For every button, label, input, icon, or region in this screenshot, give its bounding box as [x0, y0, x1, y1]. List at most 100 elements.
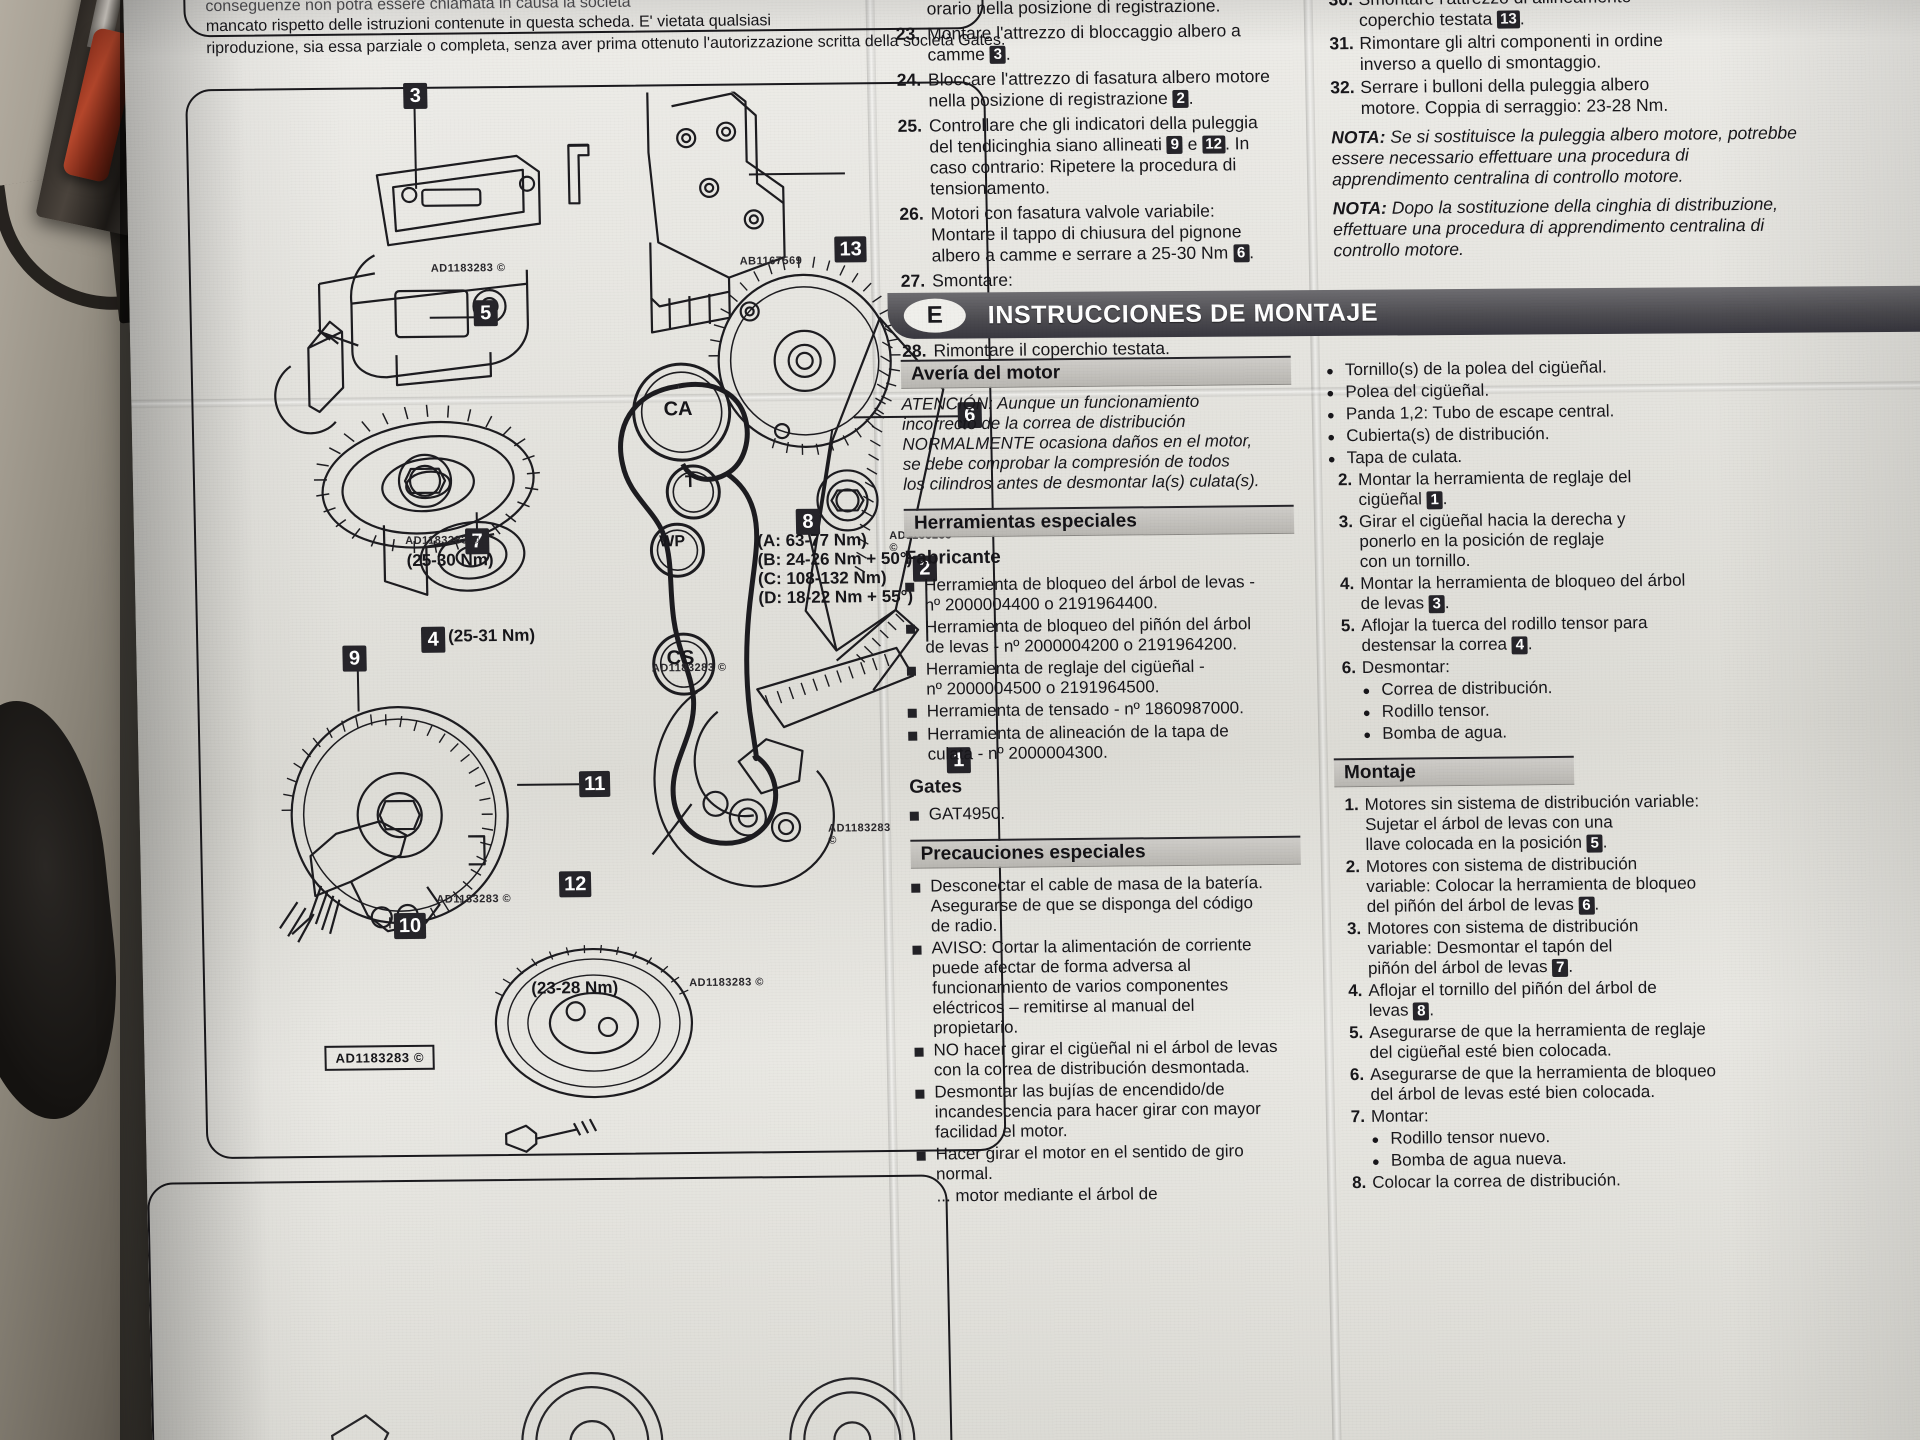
precaucion-item-4-marker [916, 1144, 936, 1184]
desmontaje-step6-bullet-1-text: Rodillo tensor. [1381, 700, 1490, 721]
desmontaje-bullet-3-text: Cubierta(s) de distribución. [1346, 424, 1550, 446]
gates-tool-list: GAT4950. [910, 801, 1300, 826]
desmontaje-step6-bullet-2-marker [1363, 724, 1382, 744]
montaje-step-8-text: Colocar la correa de distribución. [1372, 1170, 1621, 1192]
inline-callout-2: 2 [1172, 90, 1189, 109]
desmontaje-step-3-number: 5. [1340, 616, 1356, 636]
montaje-step-6-text: Montar: [1370, 1106, 1429, 1126]
desmontaje-step-2-number: 4. [1339, 574, 1355, 594]
italian-right-step-2-number: 31. [1329, 33, 1354, 54]
drawing-code-top-right: AB1167569 [739, 254, 803, 268]
montaje-step-3: 4. Aflojar el tornillo del piñón del árb… [1338, 976, 1809, 1021]
torque-value-7: (25-30 Nm) [406, 550, 494, 571]
fabricante-item-3-marker [908, 702, 927, 723]
desmontaje-bullet-2: Panda 1,2: Tubo de escape central. [1327, 399, 1797, 424]
montaje-step-2-number: 3. [1346, 919, 1362, 939]
precaucion-item-3-marker [915, 1083, 935, 1143]
inline-callout-6: 6 [1232, 244, 1250, 263]
gates-item-0-text: GAT4950. [928, 803, 1006, 824]
pulley-label-T: T [684, 472, 696, 492]
desmontaje-step6-bullet-0-marker [1362, 680, 1381, 700]
desmontaje-step6-bullet-0: Correa de distribución. [1362, 675, 1802, 700]
spanish-left-column: Avería del motor ATENCIÓN: Aunque un fun… [900, 355, 1308, 1207]
averia-line-4: los cilindros antes de desmontar la(s) c… [902, 471, 1260, 494]
montaje-step-0-text: Motores sin sistema de distribución vari… [1364, 791, 1700, 854]
montaje-step-0: 1. Motores sin sistema de distribución v… [1335, 790, 1806, 855]
italian-note-0: NOTA: Se si sostituisce la puleggia albe… [1331, 122, 1802, 190]
torque-table-a: (A: 63-77 Nm) [757, 530, 868, 551]
desmontaje-step-2-text: Montar la herramienta de bloqueo del árb… [1360, 570, 1686, 614]
precaucion-item-1-text: AVISO: Cortar la alimentación de corrien… [931, 935, 1252, 1038]
heading-precauciones-especiales: Precauciones especiales [910, 835, 1301, 869]
montaje-step7-bullet-1-marker [1372, 1151, 1391, 1171]
technical-diagrams: 3 13 5 6 7 (25-30 Nm) 8 2 4 (25-31 Nm) 9… [123, 0, 983, 1168]
precaucion-item-0-text: Desconectar el cable de masa de la bater… [930, 873, 1264, 936]
desmontaje-step-4-text: Desmontar: [1361, 657, 1451, 678]
spanish-section-band: E INSTRUCCIONES DE MONTAJE [887, 285, 1920, 339]
inline-callout-3: 3 [1428, 594, 1445, 613]
drawing-code-boxed: AD1183283 © [324, 1044, 436, 1071]
callout-3: 3 [403, 82, 428, 110]
fabricante-item-1-text: Herramienta de bloqueo del piñón del árb… [924, 614, 1252, 657]
montaje-step-8-number: 8. [1351, 1172, 1367, 1193]
inline-callout-13: 13 [1496, 10, 1520, 29]
fabricante-item-1-marker [906, 618, 926, 658]
italian-note-1: NOTA: Dopo la sostituzione della cinghia… [1333, 193, 1804, 261]
gates-item-0-marker [910, 805, 929, 826]
pulley-label-CA: CA [663, 398, 693, 421]
italian-right-column: 29. Installare l'attrezzo di allineament… [1327, 0, 1803, 269]
gates-item-0: GAT4950. [910, 801, 1300, 826]
inline-callout-4: 4 [1511, 635, 1528, 654]
label-gates: Gates [909, 776, 963, 798]
desmontaje-bullet-1: Polea del cigüeñal. [1326, 377, 1796, 402]
desmontaje-step-2: 4. Montar la herramienta de bloqueo del … [1330, 569, 1801, 614]
inline-callout-3: 3 [989, 46, 1006, 65]
desmontaje-bullet-list: Tornillo(s) de la polea del cigüeñal. Po… [1326, 355, 1798, 468]
callout-10: 10 [393, 912, 427, 940]
italian-right-step-1-text: Smontare l'attrezzo di allineamentocoper… [1358, 0, 1631, 31]
inline-callout-9: 9 [1166, 136, 1183, 155]
drawing-code-top-left: AD1183283 © [430, 261, 506, 275]
spanish-right-column: Tornillo(s) de la polea del cigüeñal. Po… [1326, 355, 1813, 1195]
heading-herramientas-especiales: Herramientas especiales [903, 504, 1295, 538]
desmontaje-bullet-1-text: Polea del cigüeñal. [1345, 380, 1490, 402]
inline-callout-12: 12 [1202, 135, 1226, 155]
label-fabricante: Fabricante [904, 546, 1001, 569]
italian-step-4-number: 26. [899, 203, 924, 224]
desmontaje-step-4-number: 6. [1341, 658, 1357, 678]
montaje-step-3-number: 4. [1348, 981, 1363, 1001]
desmontaje-step6-bullet-1-marker [1363, 702, 1382, 722]
desmontaje-bullet-0: Tornillo(s) de la polea del cigüeñal. [1326, 355, 1796, 380]
italian-step-1-text: Montare l'attrezzo di bloccaggio albero … [926, 20, 1242, 65]
diagram-svg [274, 89, 945, 1153]
montaje-step-5: 6. Asegurarse de que la herramienta de b… [1340, 1060, 1811, 1105]
montaje-step-4-number: 5. [1348, 1023, 1364, 1043]
italian-note-1-label: NOTA: [1332, 197, 1388, 219]
montaje-step-1-number: 2. [1345, 857, 1361, 877]
inline-callout-6: 6 [1578, 896, 1595, 915]
montaje-step-5-number: 6. [1349, 1065, 1365, 1085]
montaje-step7-bullets: Rodillo tensor nuevo. Bomba de agua nuev… [1371, 1124, 1812, 1171]
italian-note-0-label: NOTA: [1331, 126, 1386, 148]
desmontaje-step-4: 6. Desmontar: [1332, 653, 1802, 678]
fabricante-item-0-text: Herramienta de bloqueo del árbol de leva… [924, 572, 1256, 615]
precaucion-item-4-text: Hacer girar el motor en el sentido de gi… [935, 1141, 1244, 1184]
italian-right-steps: 29. Installare l'attrezzo di allineament… [1327, 0, 1800, 119]
precaucion-item-0: Desconectar el cable de masa de la bater… [911, 873, 1302, 937]
inline-callout-7: 7 [1552, 958, 1569, 977]
callout-4: 4 [420, 626, 446, 653]
inline-callout-8: 8 [1413, 1001, 1430, 1021]
italian-step-1: 23. Montare l'attrezzo di bloccaggio alb… [886, 20, 1287, 66]
montaje-step-4-text: Asegurarse de que la herramienta de regl… [1369, 1019, 1706, 1062]
callout-12: 12 [558, 871, 592, 898]
italian-step-5-text: Smontare: [931, 269, 1014, 291]
desmontaje-step-1-number: 3. [1338, 512, 1354, 532]
heading-montaje: Montaje [1333, 755, 1575, 788]
drawing-code-belt: AD1183283 © [651, 661, 727, 675]
